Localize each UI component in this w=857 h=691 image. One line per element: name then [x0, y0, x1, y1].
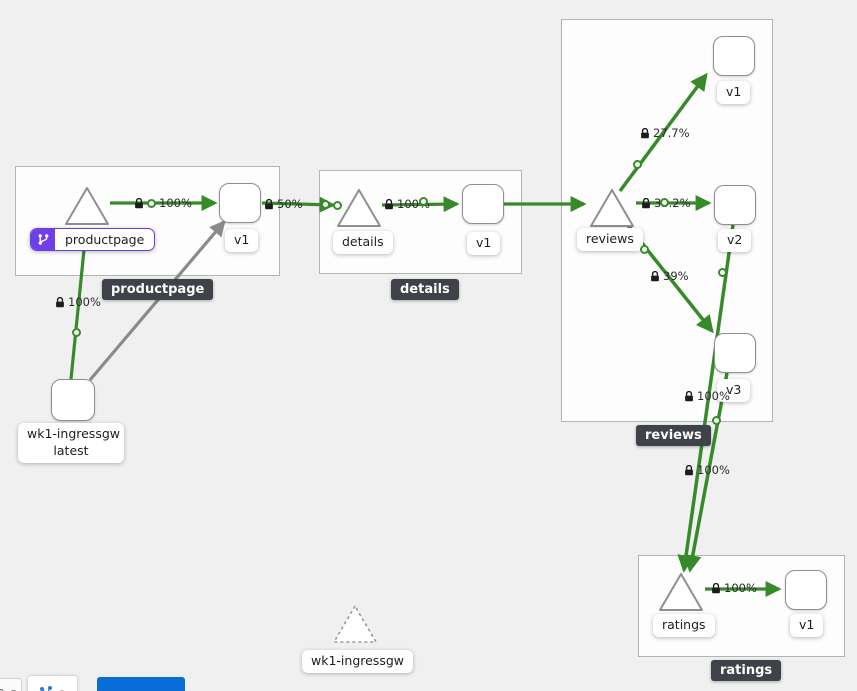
edge-label-v3-ratings: 100% — [684, 389, 730, 403]
node-label-ingressgw-line1: wk1-ingressgw — [27, 426, 120, 441]
node-label-reviews-v1[interactable]: v1 — [717, 81, 751, 104]
edge-percentage: 50% — [277, 197, 303, 211]
edge-label-v2-ratings: 100% — [684, 463, 730, 477]
edge-percentage: 100% — [724, 581, 757, 595]
graph-type-button[interactable] — [28, 676, 77, 691]
node-label-ratings[interactable]: ratings — [653, 614, 715, 637]
node-label-reviews[interactable]: reviews — [577, 228, 643, 251]
workload-node-productpage-v1[interactable] — [219, 183, 261, 223]
group-tooltip-ratings: ratings — [711, 660, 782, 681]
service-node-ingressgw-idle[interactable] — [330, 602, 380, 646]
edge-ingress-to-productpage-v1[interactable] — [88, 220, 226, 382]
node-label-ingressgw[interactable]: wk1-ingressgw latest — [18, 423, 124, 463]
node-label-details[interactable]: details — [333, 231, 393, 254]
edge-label-ratings-v1: 100% — [711, 581, 757, 595]
workload-node-reviews-v1[interactable] — [713, 36, 755, 76]
edge-label-productpage-v1: 100% — [134, 196, 192, 210]
edge-label-reviews-v1: 27.7% — [640, 126, 690, 140]
edge-traffic-dot — [633, 160, 642, 169]
zoom-controls-partial[interactable] — [0, 678, 22, 691]
node-label-ingressgw-line2: latest — [53, 442, 89, 458]
edge-traffic-dot — [333, 201, 342, 210]
edge-traffic-dot — [660, 198, 669, 207]
node-label-reviews-v2[interactable]: v2 — [718, 229, 752, 252]
mtls-lock-icon — [650, 270, 660, 282]
group-tooltip-productpage: productpage — [102, 279, 214, 300]
edge-percentage: 100% — [159, 196, 192, 210]
mtls-lock-icon — [684, 390, 694, 402]
edge-label-reviews-v3: 39% — [650, 269, 689, 283]
service-node-ratings[interactable] — [656, 570, 706, 614]
edge-label-v1-details: 50% — [264, 197, 303, 211]
mtls-lock-icon — [640, 127, 650, 139]
service-node-productpage[interactable] — [62, 184, 112, 228]
mtls-lock-icon — [134, 197, 144, 209]
service-node-reviews[interactable] — [587, 186, 637, 230]
mtls-lock-icon — [384, 198, 394, 210]
edge-traffic-dot — [419, 197, 428, 206]
mtls-lock-icon — [641, 197, 651, 209]
mtls-lock-icon — [55, 296, 65, 308]
graph-icon — [39, 686, 52, 691]
edge-percentage: 39% — [663, 269, 689, 283]
edge-v3-to-ratings[interactable] — [684, 372, 729, 573]
edge-traffic-dot — [72, 328, 81, 337]
zoom-icon — [0, 689, 16, 691]
edge-ingress-to-productpage[interactable] — [69, 227, 93, 380]
group-tooltip-details: details — [391, 279, 459, 300]
workload-node-reviews-v3[interactable] — [714, 333, 756, 373]
edge-reviews-to-v1[interactable] — [618, 72, 708, 193]
edge-traffic-dot — [640, 245, 649, 254]
edge-percentage: 27.7% — [653, 126, 690, 140]
edge-label-ingress-productpage: 100% — [55, 295, 101, 309]
edge-percentage: 100% — [697, 463, 730, 477]
mtls-lock-icon — [264, 198, 274, 210]
edge-percentage: 100% — [68, 295, 101, 309]
edge-traffic-dot — [147, 198, 156, 208]
edge-percentage: 100% — [697, 389, 730, 403]
edge-v2-to-ratings[interactable] — [677, 224, 735, 573]
legend-button[interactable] — [97, 677, 185, 691]
virtual-service-icon — [31, 229, 55, 250]
workload-node-ingressgw[interactable] — [51, 379, 95, 421]
edge-traffic-dot — [718, 268, 727, 277]
node-label-details-v1[interactable]: v1 — [467, 232, 501, 255]
edge-traffic-dot — [321, 200, 330, 209]
mtls-lock-icon — [684, 464, 694, 476]
workload-node-reviews-v2[interactable] — [714, 185, 756, 225]
group-tooltip-reviews: reviews — [636, 425, 711, 446]
node-label-ratings-v1[interactable]: v1 — [790, 614, 824, 637]
service-node-details[interactable] — [334, 186, 384, 230]
node-label-reviews-v3[interactable]: v3 — [717, 379, 751, 402]
node-label-productpage-v1[interactable]: v1 — [225, 229, 259, 252]
node-label-text: productpage — [65, 232, 145, 247]
node-label-ingressgw-service[interactable]: wk1-ingressgw — [302, 650, 413, 673]
workload-node-details-v1[interactable] — [462, 184, 504, 224]
workload-node-ratings-v1[interactable] — [785, 570, 827, 610]
edge-traffic-dot — [712, 416, 721, 425]
node-label-productpage[interactable]: productpage — [30, 228, 156, 251]
mtls-lock-icon — [711, 582, 721, 594]
